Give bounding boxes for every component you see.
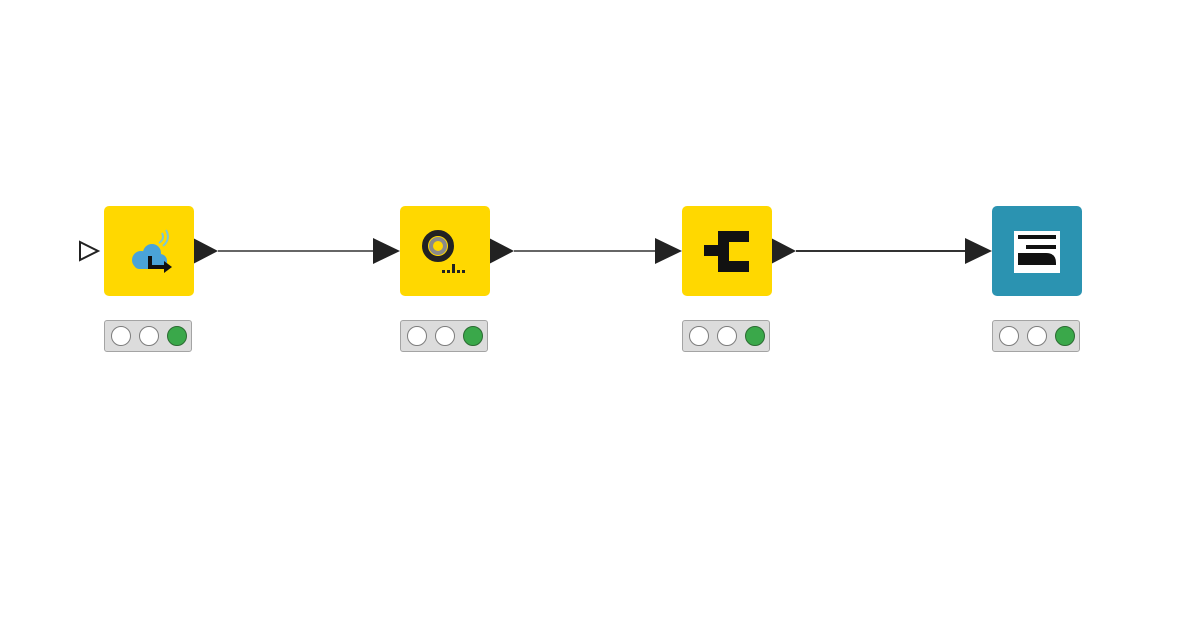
output-port[interactable] xyxy=(193,238,218,264)
status-light-inactive xyxy=(1027,326,1047,346)
output-port[interactable] xyxy=(771,238,796,264)
status-light-inactive xyxy=(407,326,427,346)
node-status-bar xyxy=(104,320,192,352)
node-split-connector[interactable] xyxy=(682,206,772,296)
connection-1-2[interactable] xyxy=(193,236,400,266)
flow-variable-input-port[interactable] xyxy=(78,240,102,264)
cloud-export-icon xyxy=(132,229,172,273)
node-ring-analysis[interactable] xyxy=(400,206,490,296)
input-port[interactable] xyxy=(655,238,682,264)
status-light-executed xyxy=(1055,326,1075,346)
node-bracket-frame[interactable] xyxy=(992,206,1082,296)
status-light-executed xyxy=(463,326,483,346)
status-light-inactive xyxy=(999,326,1019,346)
input-port[interactable] xyxy=(373,238,400,264)
node-status-bar xyxy=(992,320,1080,352)
status-light-inactive xyxy=(435,326,455,346)
status-light-executed xyxy=(167,326,187,346)
status-light-inactive xyxy=(111,326,131,346)
output-port[interactable] xyxy=(489,238,514,264)
status-light-inactive xyxy=(689,326,709,346)
node-status-bar xyxy=(400,320,488,352)
connection-3-4[interactable] xyxy=(771,236,992,266)
bracket-frame-icon xyxy=(1014,231,1060,273)
split-connector-icon xyxy=(704,231,749,272)
ring-analysis-icon xyxy=(422,230,465,273)
node-status-bar xyxy=(682,320,770,352)
status-light-inactive xyxy=(139,326,159,346)
connection-2-3[interactable] xyxy=(489,236,682,266)
status-light-executed xyxy=(745,326,765,346)
status-light-inactive xyxy=(717,326,737,346)
input-port[interactable] xyxy=(965,238,992,264)
node-cloud-export[interactable] xyxy=(104,206,194,296)
